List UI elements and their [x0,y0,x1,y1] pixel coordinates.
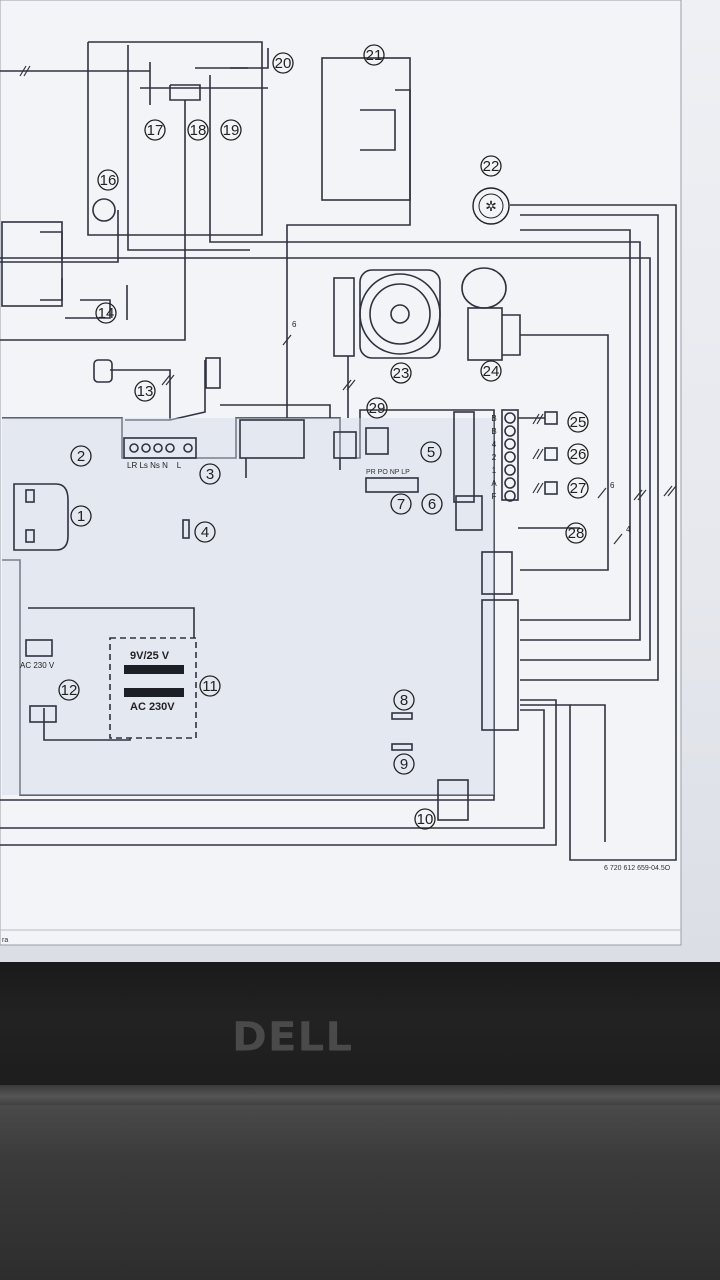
marker-1: 1 [77,508,85,525]
marker-23: 23 [393,365,410,382]
marker-3: 3 [206,466,214,483]
laptop-base [0,1105,720,1280]
marker-25: 25 [570,414,587,431]
label-terminal-b2: B [491,427,496,436]
marker-24: 24 [483,363,500,380]
marker-18: 18 [190,122,207,139]
marker-10: 10 [417,811,434,828]
label-transformer-low: 9V/25 V [130,650,170,662]
monitor-bezel [0,962,720,1102]
marker-5: 5 [427,444,435,461]
label-terminal-a: A [491,479,497,488]
marker-21: 21 [366,47,383,64]
marker-14: 14 [98,305,115,322]
wiring-diagram: 1 2 3 4 5 6 7 8 9 10 11 12 13 14 16 17 1… [0,0,682,946]
doc-reference: 6 720 612 659-04.5O [604,865,671,872]
marker-6: 6 [428,496,436,513]
label-transformer-high: AC 230V [130,701,175,713]
marker-20: 20 [275,55,292,72]
label-terminal-b1: B [491,414,496,423]
marker-4: 4 [201,524,209,541]
marker-12: 12 [61,682,78,699]
marker-8: 8 [400,692,408,709]
marker-13: 13 [137,383,154,400]
fan-icon: ✲ [485,198,497,214]
wire-count-6b: 6 [610,481,615,490]
label-terminal-2: 2 [492,453,497,462]
label-ac230v: AC 230 V [20,661,55,670]
marker-27: 27 [570,480,587,497]
marker-26: 26 [570,446,587,463]
label-terminal-4: 4 [492,440,497,449]
marker-28: 28 [568,525,585,542]
label-terminal-block: LR Ls Ns N L [127,461,182,470]
marker-29: 29 [369,400,386,417]
label-terminal-1: 1 [492,466,497,475]
monitor-screen: 1 2 3 4 5 6 7 8 9 10 11 12 13 14 16 17 1… [0,0,720,965]
bezel-edge [0,1085,720,1107]
wire-count-4: 4 [626,525,631,534]
corner-text: ra [2,937,8,944]
wire-count-6a: 6 [292,320,297,329]
marker-16: 16 [100,172,117,189]
label-terminal-f: F [492,492,497,501]
marker-19: 19 [223,122,240,139]
brand-logo: DELL [232,1013,354,1060]
marker-22: 22 [483,158,500,175]
marker-11: 11 [202,678,218,695]
label-jumper-pins: PR PO NP LP [366,469,410,476]
marker-17: 17 [147,122,164,139]
marker-7: 7 [397,496,405,513]
marker-2: 2 [77,448,85,465]
marker-9: 9 [400,756,408,773]
